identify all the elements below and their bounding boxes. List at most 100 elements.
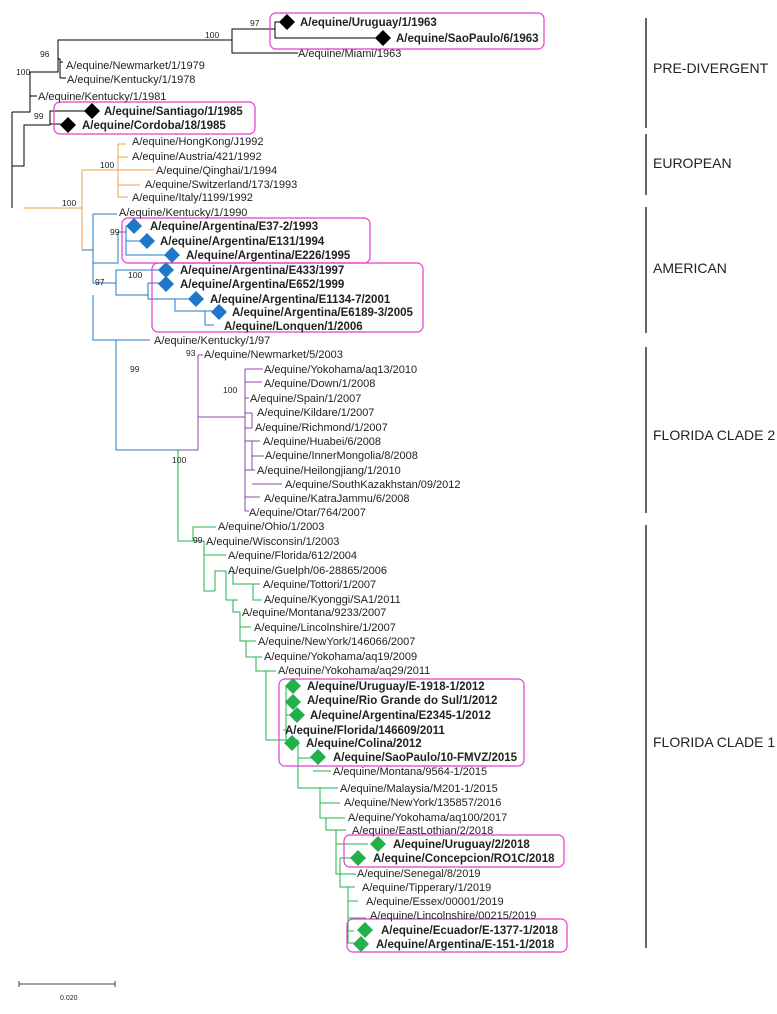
taxon-label: A/equine/Malaysia/M201-1/2015 xyxy=(340,783,498,795)
taxon-label: A/equine/Tipperary/1/2019 xyxy=(362,882,491,894)
taxon-label: A/equine/Montana/9233/2007 xyxy=(242,607,386,619)
bootstrap-value: 100 xyxy=(100,160,114,170)
diamond-icon xyxy=(139,233,155,249)
highlight-box-2018-a xyxy=(343,834,565,868)
bootstrap-value: 99 xyxy=(110,227,120,237)
taxon-label: A/equine/Argentina/E226/1995 xyxy=(186,250,351,262)
diamond-icon xyxy=(284,735,300,751)
taxon-label: A/equine/Argentina/E-151-1/2018 xyxy=(376,939,555,951)
bootstrap-value: 100 xyxy=(172,455,186,465)
diamond-icon xyxy=(285,678,301,694)
taxon-label: A/equine/SaoPaulo/10-FMVZ/2015 xyxy=(333,752,518,764)
clade-label-florida-clade-1: FLORIDA CLADE 1 xyxy=(653,734,775,750)
taxon-label: A/equine/Ohio/1/2003 xyxy=(218,521,324,533)
diamond-icon xyxy=(310,749,326,765)
taxon-label: A/equine/Essex/00001/2019 xyxy=(366,896,504,908)
taxon-label: A/equine/Yokohama/aq100/2017 xyxy=(348,812,507,824)
taxon-label: A/equine/SouthKazakhstan/09/2012 xyxy=(285,479,461,491)
taxon-label: A/equine/Rio Grande do Sul/1/2012 xyxy=(307,695,497,707)
taxon-label: A/equine/Colina/2012 xyxy=(306,738,422,750)
taxon-label: A/equine/Heilongjiang/1/2010 xyxy=(257,465,401,477)
taxon-label: A/equine/Senegal/8/2019 xyxy=(357,868,481,880)
diamond-icon xyxy=(211,304,227,320)
bootstrap-value: 100 xyxy=(128,270,142,280)
taxon-label: A/equine/Argentina/E652/1999 xyxy=(180,279,344,291)
diamond-icon xyxy=(357,922,373,938)
highlight-box-2011-2015 xyxy=(278,678,525,767)
diamond-icon xyxy=(164,247,180,263)
taxon-label: A/equine/Lonquen/1/2006 xyxy=(224,321,363,333)
scale-bar-label: 0.020 xyxy=(60,995,78,1002)
taxon-label: A/equine/Florida/612/2004 xyxy=(228,550,357,562)
diamond-icon xyxy=(285,694,301,710)
taxon-label: A/equine/Wisconsin/1/2003 xyxy=(206,536,339,548)
diamond-icon xyxy=(350,850,366,866)
diamond-icon xyxy=(188,291,204,307)
diamond-icon xyxy=(279,14,295,30)
taxon-label: A/equine/Guelph/06-28865/2006 xyxy=(228,565,387,577)
taxon-label: A/equine/Florida/146609/2011 xyxy=(285,725,445,737)
taxon-label: A/equine/NewYork/135857/2016 xyxy=(344,797,501,809)
branches-florida-clade-2 xyxy=(178,354,282,512)
bootstrap-value: 100 xyxy=(205,30,219,40)
taxon-label: A/equine/Kyonggi/SA1/2011 xyxy=(264,594,401,606)
diamond-icon xyxy=(370,836,386,852)
diamond-icon xyxy=(158,262,174,278)
taxon-label: A/equine/Kentucky/1/1978 xyxy=(67,74,195,86)
branches-american xyxy=(82,213,214,451)
taxon-label: A/equine/Yokohama/aq13/2010 xyxy=(264,364,417,376)
diamond-icon xyxy=(126,218,142,234)
diamond-icon xyxy=(353,936,369,952)
taxon-label: A/equine/EastLothian/2/2018 xyxy=(352,825,493,837)
bootstrap-value: 99 xyxy=(130,364,140,374)
taxon-label: A/equine/Uruguay/1/1963 xyxy=(300,17,437,29)
bootstrap-value: 100 xyxy=(223,385,237,395)
taxon-label: A/equine/Yokohama/aq19/2009 xyxy=(264,651,417,663)
highlight-boxes xyxy=(53,12,568,953)
taxon-labels: A/equine/Uruguay/1/1963 A/equine/SaoPaul… xyxy=(38,17,559,951)
taxon-label: A/equine/Kentucky/1/97 xyxy=(154,335,270,347)
taxon-label: A/equine/Argentina/E433/1997 xyxy=(180,265,344,277)
clade-label-american: AMERICAN xyxy=(653,260,727,276)
taxon-label: A/equine/Otar/764/2007 xyxy=(249,507,366,519)
taxon-label: A/equine/Uruguay/E-1918-1/2012 xyxy=(307,681,485,693)
taxon-label: A/equine/Yokohama/aq29/2011 xyxy=(278,665,430,677)
taxon-label: A/equine/Lincolnshire/1/2007 xyxy=(254,622,396,634)
taxon-label: A/equine/NewYork/146066/2007 xyxy=(258,636,415,648)
diamond-icon xyxy=(60,117,76,133)
clade-label-european: EUROPEAN xyxy=(653,155,732,171)
taxon-label: A/equine/Ecuador/E-1377-1/2018 xyxy=(381,925,559,937)
taxon-label: A/equine/Tottori/1/2007 xyxy=(263,579,376,591)
taxon-label: A/equine/Cordoba/18/1985 xyxy=(82,120,226,132)
taxon-label: A/equine/Huabei/6/2008 xyxy=(263,436,381,448)
taxon-label: A/equine/InnerMongolia/8/2008 xyxy=(265,450,418,462)
bootstrap-value: 97 xyxy=(95,277,105,287)
bootstrap-value: 96 xyxy=(40,49,50,59)
taxon-label: A/equine/Concepcion/RO1C/2018 xyxy=(373,853,555,865)
taxon-label: A/equine/Argentina/E2345-1/2012 xyxy=(310,710,491,722)
taxon-label: A/equine/Argentina/E37-2/1993 xyxy=(150,221,318,233)
taxon-label: A/equine/Kildare/1/2007 xyxy=(257,407,374,419)
taxon-label: A/equine/Argentina/E131/1994 xyxy=(160,236,325,248)
diamond-icon xyxy=(158,276,174,292)
bootstrap-value: 93 xyxy=(186,348,196,358)
taxon-label: A/equine/Richmond/1/2007 xyxy=(255,422,388,434)
taxon-label: A/equine/Spain/1/2007 xyxy=(250,393,361,405)
taxon-label: A/equine/Switzerland/173/1993 xyxy=(145,179,297,191)
bootstrap-value: 100 xyxy=(62,198,76,208)
taxon-label: A/equine/Uruguay/2/2018 xyxy=(393,839,530,851)
branches-pre-divergent xyxy=(11,21,380,208)
bootstrap-value: 100 xyxy=(16,67,30,77)
highlight-box-1963 xyxy=(269,12,545,50)
taxon-label: A/equine/Newmarket/1/1979 xyxy=(66,60,205,72)
taxon-label: A/equine/Santiago/1/1985 xyxy=(104,106,243,118)
taxon-label: A/equine/SaoPaulo/6/1963 xyxy=(396,33,539,45)
taxon-label: A/equine/Argentina/E6189-3/2005 xyxy=(232,307,413,319)
taxon-label: A/equine/Montana/9564-1/2015 xyxy=(333,766,487,778)
scale-bar: 0.020 xyxy=(18,981,116,1002)
highlight-box-argentina-1997-2006 xyxy=(151,262,424,333)
taxon-label: A/equine/Argentina/E1134-7/2001 xyxy=(210,294,391,306)
diamond-icon xyxy=(289,707,305,723)
taxon-label: A/equine/Italy/1199/1992 xyxy=(132,192,253,204)
